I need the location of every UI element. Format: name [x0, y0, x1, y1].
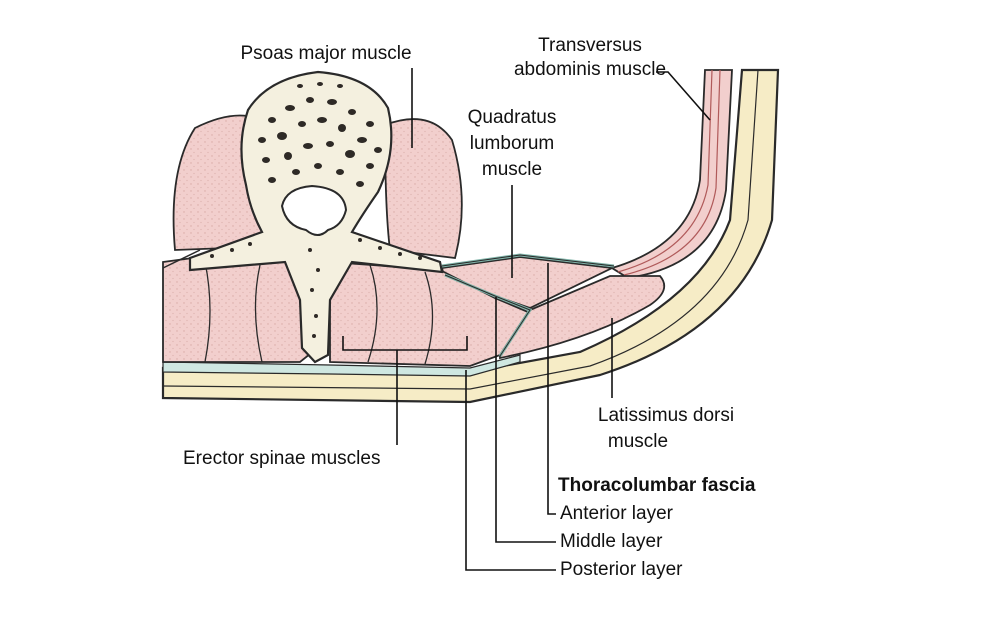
label-quadratus-line1: Quadratus: [467, 107, 557, 128]
label-erector-spinae: Erector spinae muscles: [183, 448, 381, 469]
label-anterior-layer: Anterior layer: [560, 503, 673, 524]
label-latissimus-line2: muscle: [607, 431, 669, 452]
leader-middle: [495, 297, 556, 543]
label-transversus-line2: abdominis muscle: [513, 59, 667, 80]
transversus-abdominis: [609, 69, 733, 279]
vertebral-canal: [280, 184, 348, 236]
leader-erector: [342, 336, 468, 445]
label-quadratus-line2: lumborum: [469, 133, 555, 154]
label-middle-layer: Middle layer: [560, 531, 663, 552]
label-latissimus-line1: Latissimus dorsi: [597, 405, 735, 426]
leader-anterior: [547, 263, 556, 515]
latissimus-dorsi-shape: [499, 275, 666, 360]
skin-inner-line: [162, 69, 759, 390]
label-thoracolumbar-fascia: Thoracolumbar fascia: [558, 475, 756, 496]
trabecular-bone-texture: [210, 82, 422, 338]
label-posterior-layer: Posterior layer: [560, 559, 683, 580]
leader-posterior: [465, 370, 556, 571]
posterior-fascia-band: [162, 354, 521, 377]
leader-transversus: [656, 71, 711, 121]
label-psoas-major: Psoas major muscle: [240, 43, 412, 64]
label-transversus-line1: Transversus: [538, 35, 642, 56]
label-quadratus-line3: muscle: [481, 159, 543, 180]
psoas-major-right: [384, 118, 463, 259]
skin-layer: [161, 68, 780, 404]
